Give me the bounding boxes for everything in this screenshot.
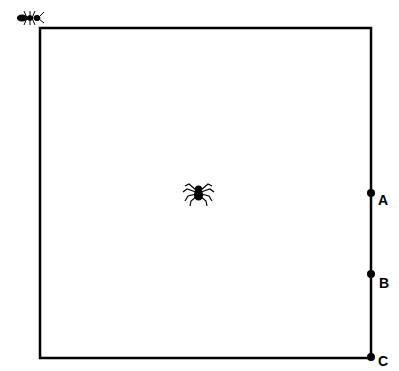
square [40, 28, 371, 358]
spider [183, 184, 214, 206]
point-dot [367, 189, 375, 197]
point-dot [367, 270, 375, 278]
point-dot [367, 353, 375, 361]
ant [18, 11, 45, 25]
point-label: B [379, 276, 389, 290]
point-label: C [378, 354, 388, 368]
point-label: A [378, 193, 388, 207]
